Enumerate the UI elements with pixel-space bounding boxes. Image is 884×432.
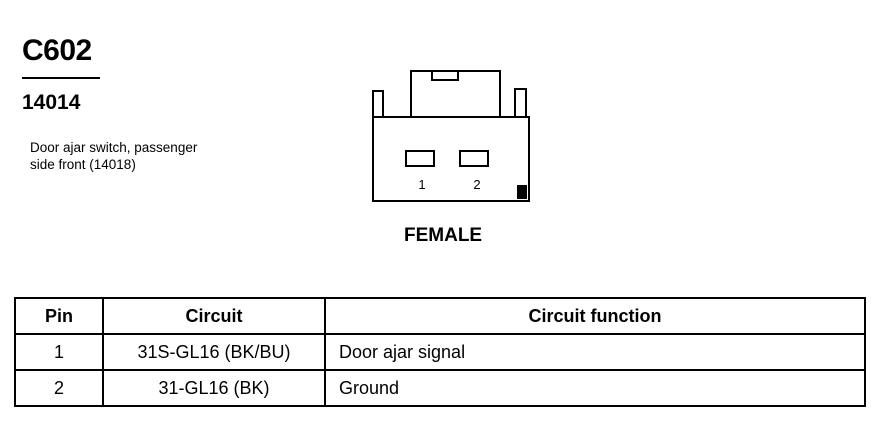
table-row: 1 31S-GL16 (BK/BU) Door ajar signal	[14, 333, 866, 371]
pin-cavity-2	[459, 150, 489, 167]
pin-cell: 1	[14, 333, 104, 371]
description-line-2: side front (14018)	[30, 157, 136, 172]
connector-description: Door ajar switch, passenger side front (…	[30, 139, 260, 173]
gender-label: FEMALE	[404, 225, 483, 246]
circuit-column-header: Circuit	[102, 297, 326, 335]
table-header-row: Pin Circuit Circuit function	[14, 297, 866, 335]
description-line-1: Door ajar switch, passenger	[30, 140, 198, 155]
latch-notch	[431, 70, 459, 81]
pinout-table: Pin Circuit Circuit function 1 31S-GL16 …	[14, 297, 866, 407]
connector-id: C602	[22, 34, 92, 67]
pin-label-2: 2	[473, 177, 480, 192]
connector-id-underline	[22, 77, 100, 79]
part-number: 14014	[22, 91, 81, 114]
polarization-key	[517, 185, 527, 199]
connector-face-diagram: 1 2	[372, 70, 530, 202]
left-guide-rail	[372, 90, 384, 118]
pin-column-header: Pin	[14, 297, 104, 335]
pin-cell: 2	[14, 369, 104, 407]
table-row: 2 31-GL16 (BK) Ground	[14, 369, 866, 407]
circuit-cell: 31-GL16 (BK)	[102, 369, 326, 407]
function-cell: Ground	[324, 369, 866, 407]
pin-label-1: 1	[418, 177, 425, 192]
circuit-cell: 31S-GL16 (BK/BU)	[102, 333, 326, 371]
function-column-header: Circuit function	[324, 297, 866, 335]
connector-body	[372, 116, 530, 202]
connector-latch	[410, 70, 501, 117]
function-cell: Door ajar signal	[324, 333, 866, 371]
right-guide-rail	[514, 88, 527, 118]
pin-cavity-1	[405, 150, 435, 167]
